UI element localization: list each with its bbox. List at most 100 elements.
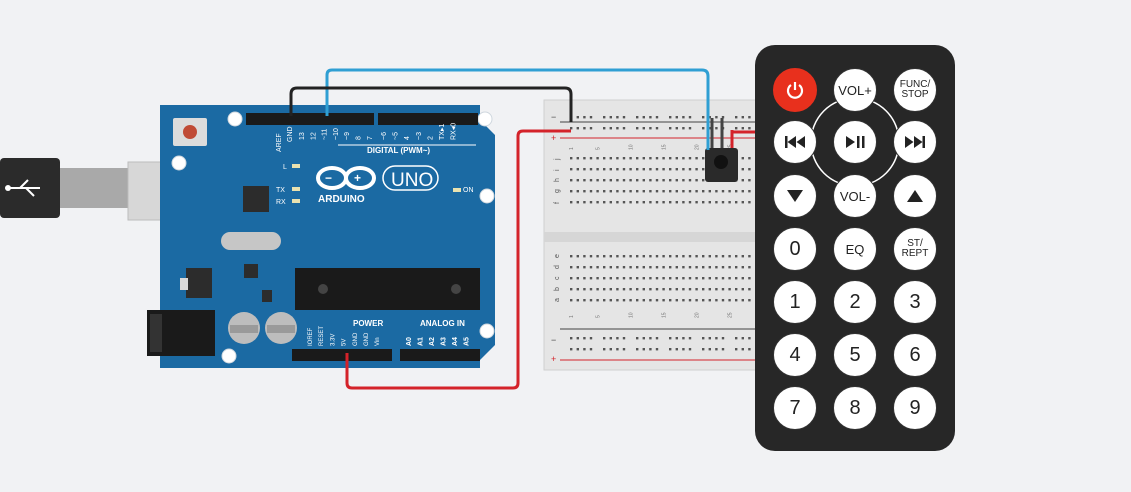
breadboard-hole[interactable] (675, 127, 678, 130)
breadboard-hole[interactable] (695, 299, 698, 302)
breadboard-hole[interactable] (708, 266, 711, 269)
breadboard-hole[interactable] (695, 255, 698, 258)
breadboard-hole[interactable] (748, 337, 751, 340)
breadboard-hole[interactable] (702, 288, 705, 291)
breadboard-hole[interactable] (669, 348, 672, 351)
breadboard-hole[interactable] (675, 168, 678, 171)
breadboard-hole[interactable] (702, 179, 705, 182)
breadboard-hole[interactable] (741, 168, 744, 171)
breadboard-hole[interactable] (675, 277, 678, 280)
breadboard-hole[interactable] (675, 190, 678, 193)
breadboard-hole[interactable] (642, 277, 645, 280)
breadboard-hole[interactable] (721, 299, 725, 302)
breadboard-hole[interactable] (715, 348, 718, 351)
breadboard-hole[interactable] (583, 190, 586, 193)
breadboard-hole[interactable] (708, 201, 711, 204)
breadboard-hole[interactable] (715, 255, 718, 258)
breadboard-hole[interactable] (622, 179, 626, 182)
breadboard-hole[interactable] (576, 127, 579, 130)
wire-black-gnd[interactable] (289, 86, 573, 122)
breadboard-hole[interactable] (682, 201, 685, 204)
breadboard-hole[interactable] (735, 277, 738, 280)
breadboard-hole[interactable] (603, 190, 606, 193)
breadboard-hole[interactable] (669, 168, 672, 171)
breadboard-hole[interactable] (662, 277, 665, 280)
eq-button[interactable]: EQ (833, 227, 877, 271)
breadboard-hole[interactable] (636, 190, 639, 193)
breadboard-hole[interactable] (735, 337, 738, 340)
breadboard-hole[interactable] (702, 190, 705, 193)
breadboard-hole[interactable] (688, 299, 692, 302)
breadboard-hole[interactable] (702, 348, 705, 351)
breadboard-hole[interactable] (675, 255, 678, 258)
digit-4-button[interactable]: 4 (773, 333, 817, 377)
breadboard-hole[interactable] (675, 299, 678, 302)
down-button[interactable] (773, 174, 817, 218)
breadboard-hole[interactable] (629, 179, 632, 182)
breadboard-hole[interactable] (622, 337, 626, 340)
breadboard-hole[interactable] (702, 299, 705, 302)
digit-9-button[interactable]: 9 (893, 386, 937, 430)
breadboard-hole[interactable] (728, 255, 731, 258)
breadboard-hole[interactable] (682, 299, 685, 302)
breadboard-hole[interactable] (636, 116, 639, 119)
breadboard-hole[interactable] (669, 277, 672, 280)
breadboard-hole[interactable] (616, 157, 619, 160)
breadboard-hole[interactable] (721, 201, 725, 204)
breadboard-hole[interactable] (662, 201, 665, 204)
breadboard-hole[interactable] (748, 157, 751, 160)
breadboard-hole[interactable] (636, 157, 639, 160)
breadboard-hole[interactable] (741, 277, 744, 280)
breadboard-hole[interactable] (655, 348, 659, 351)
breadboard-hole[interactable] (649, 201, 652, 204)
breadboard-hole[interactable] (622, 299, 626, 302)
up-button[interactable] (893, 174, 937, 218)
breadboard-hole[interactable] (675, 337, 678, 340)
digit-0-button[interactable]: 0 (773, 227, 817, 271)
breadboard-hole[interactable] (603, 277, 606, 280)
breadboard-hole[interactable] (655, 299, 659, 302)
breadboard-hole[interactable] (622, 168, 626, 171)
breadboard-hole[interactable] (596, 157, 599, 160)
breadboard-hole[interactable] (715, 127, 718, 130)
breadboard-hole[interactable] (622, 288, 626, 291)
breadboard-hole[interactable] (735, 288, 738, 291)
breadboard-hole[interactable] (741, 337, 744, 340)
breadboard-hole[interactable] (576, 277, 579, 280)
breadboard-hole[interactable] (728, 299, 731, 302)
breadboard-hole[interactable] (655, 179, 659, 182)
ir-receiver[interactable] (705, 118, 738, 182)
breadboard-hole[interactable] (583, 288, 586, 291)
breadboard-hole[interactable] (669, 299, 672, 302)
wire-red-5v[interactable] (345, 129, 571, 390)
breadboard-hole[interactable] (589, 168, 593, 171)
breadboard-hole[interactable] (669, 190, 672, 193)
breadboard-hole[interactable] (655, 266, 659, 269)
breadboard-hole[interactable] (570, 337, 573, 340)
breadboard-hole[interactable] (589, 266, 593, 269)
power-header[interactable] (292, 349, 392, 361)
breadboard-hole[interactable] (708, 337, 711, 340)
breadboard-hole[interactable] (695, 190, 698, 193)
breadboard-hole[interactable] (715, 277, 718, 280)
breadboard-hole[interactable] (589, 157, 593, 160)
breadboard-hole[interactable] (748, 190, 751, 193)
breadboard-hole[interactable] (662, 190, 665, 193)
breadboard-hole[interactable] (609, 348, 612, 351)
breadboard-hole[interactable] (702, 337, 705, 340)
breadboard-hole[interactable] (669, 337, 672, 340)
breadboard-hole[interactable] (596, 201, 599, 204)
breadboard-hole[interactable] (708, 190, 711, 193)
breadboard-hole[interactable] (688, 288, 692, 291)
breadboard-hole[interactable] (741, 348, 744, 351)
breadboard-hole[interactable] (642, 299, 645, 302)
breadboard-hole[interactable] (675, 288, 678, 291)
breadboard-hole[interactable] (622, 127, 626, 130)
breadboard-hole[interactable] (570, 299, 573, 302)
breadboard-hole[interactable] (662, 179, 665, 182)
breadboard-hole[interactable] (629, 190, 632, 193)
breadboard-hole[interactable] (715, 190, 718, 193)
breadboard-hole[interactable] (662, 157, 665, 160)
breadboard-hole[interactable] (675, 179, 678, 182)
breadboard-hole[interactable] (589, 299, 593, 302)
